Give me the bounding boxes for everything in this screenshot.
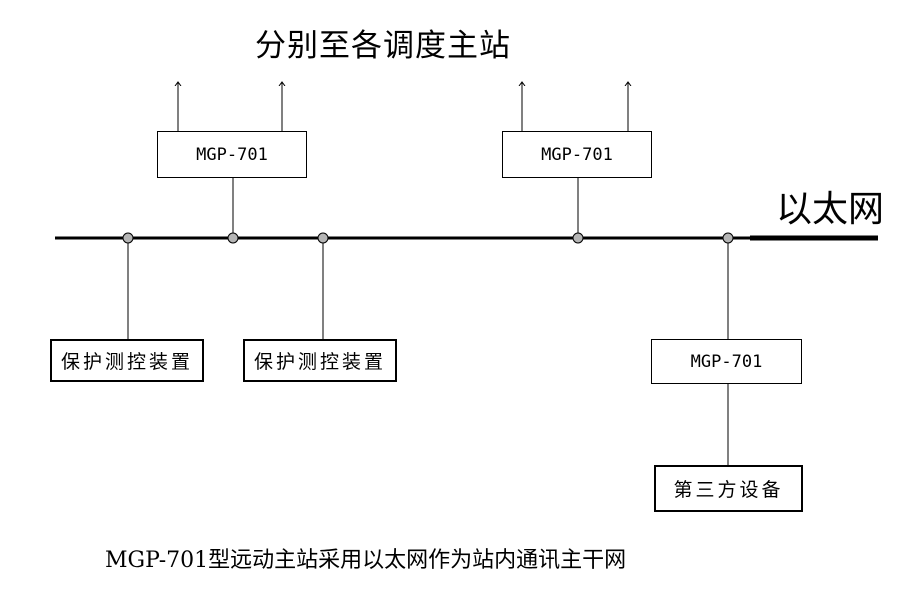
mgp-box-right: MGP-701	[651, 339, 802, 384]
device-box-protection-1: 保护测控装置	[50, 339, 204, 382]
bus-node	[227, 232, 239, 244]
diagram-caption: MGP-701型远动主站采用以太网作为站内通讯主干网	[105, 548, 627, 573]
bus-node	[572, 232, 584, 244]
device-box-third-party: 第三方设备	[654, 465, 803, 512]
bus-node	[122, 232, 134, 244]
bus-node	[722, 232, 734, 244]
diagram-title: 分别至各调度主站	[255, 28, 511, 64]
mgp-box-left: MGP-701	[157, 131, 307, 178]
mgp-box-center: MGP-701	[502, 131, 652, 178]
network-label: 以太网	[776, 189, 885, 230]
device-box-protection-2: 保护测控装置	[243, 339, 397, 382]
bus-node	[317, 232, 329, 244]
